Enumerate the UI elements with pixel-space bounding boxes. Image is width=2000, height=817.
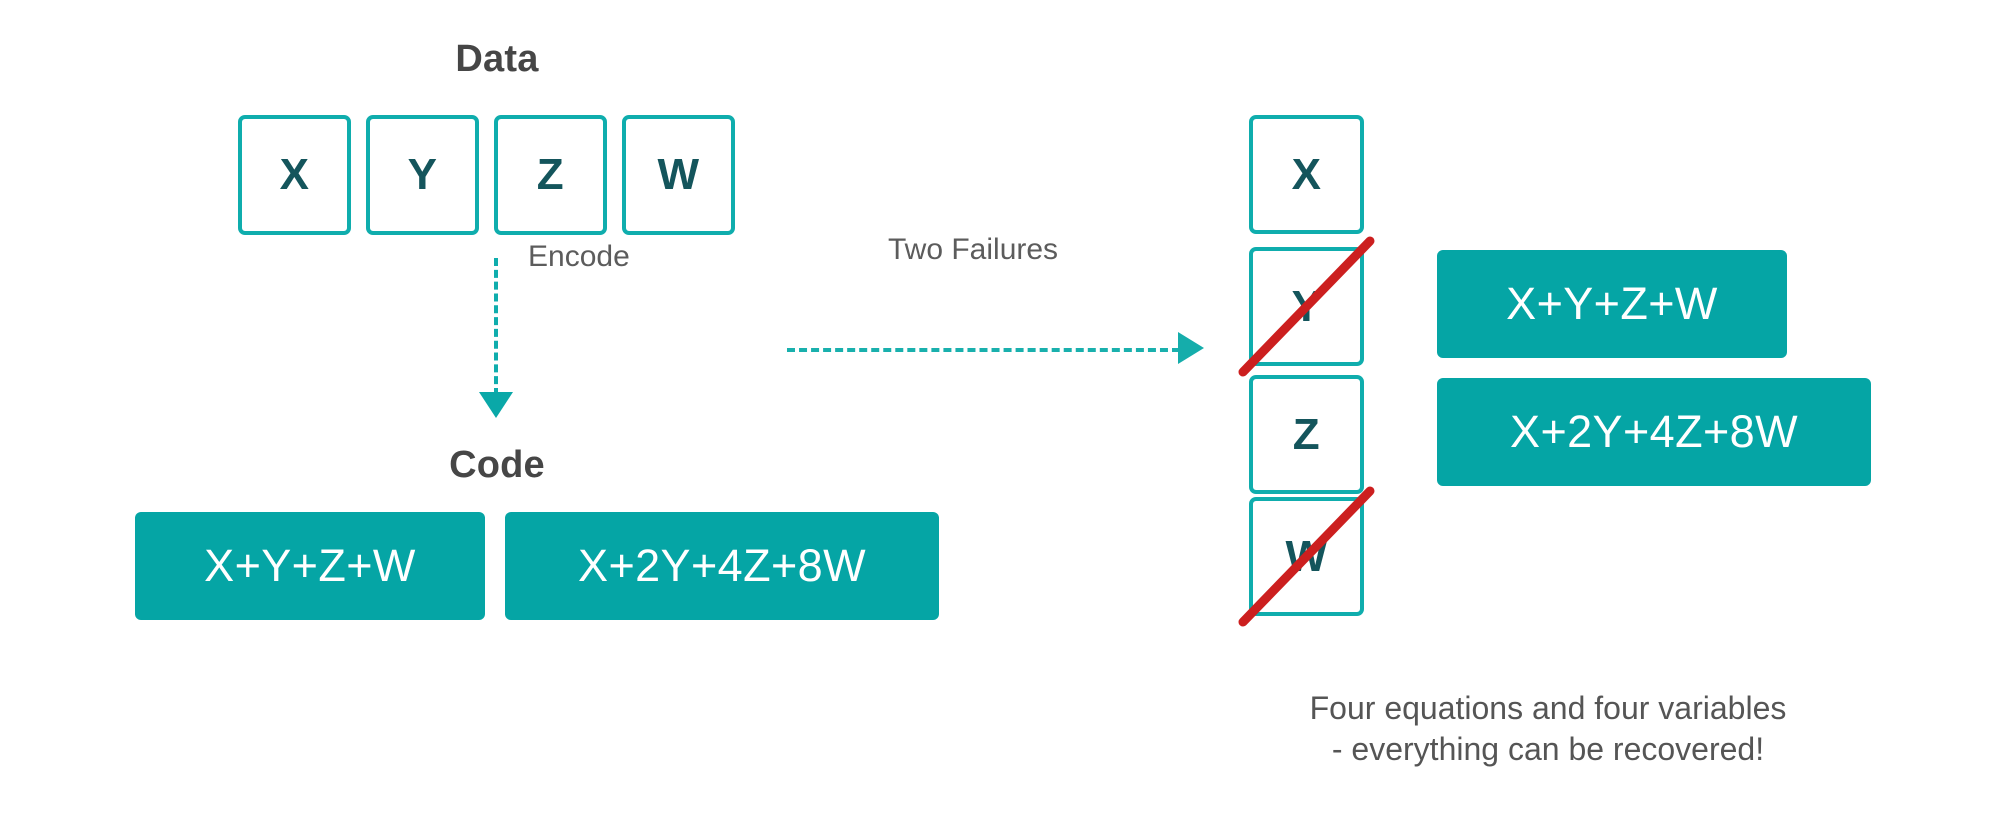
- recovery-code-block-2: X+2Y+4Z+8W: [1437, 378, 1871, 486]
- data-section-title: Data: [455, 38, 539, 80]
- two-failures-label: Two Failures: [888, 233, 1059, 266]
- encode-arrow-line: [494, 258, 498, 396]
- encode-arrow-head: [479, 392, 513, 418]
- recovery-caption: Four equations and four variables - ever…: [1148, 688, 1948, 770]
- two-failures-arrow-head: [1178, 332, 1204, 364]
- encode-label: Encode: [528, 240, 630, 273]
- recovery-caption-line-1: Four equations and four variables: [1309, 690, 1787, 726]
- recovery-caption-line-2: - everything can be recovered!: [1331, 730, 1765, 767]
- data-block-z: Z: [494, 115, 607, 235]
- data-block-x: X: [238, 115, 351, 235]
- data-block-w: W: [622, 115, 735, 235]
- failed-column-block-y: Y: [1249, 247, 1364, 366]
- code-block-parity-1: X+Y+Z+W: [135, 512, 485, 620]
- two-failures-arrow-line: [787, 348, 1180, 352]
- failed-column-block-w: W: [1249, 497, 1364, 616]
- data-block-y: Y: [366, 115, 479, 235]
- recovery-code-block-1: X+Y+Z+W: [1437, 250, 1787, 358]
- code-block-parity-2: X+2Y+4Z+8W: [505, 512, 939, 620]
- code-section-title: Code: [449, 444, 545, 486]
- failed-column-block-z: Z: [1249, 375, 1364, 494]
- failed-column-block-x: X: [1249, 115, 1364, 234]
